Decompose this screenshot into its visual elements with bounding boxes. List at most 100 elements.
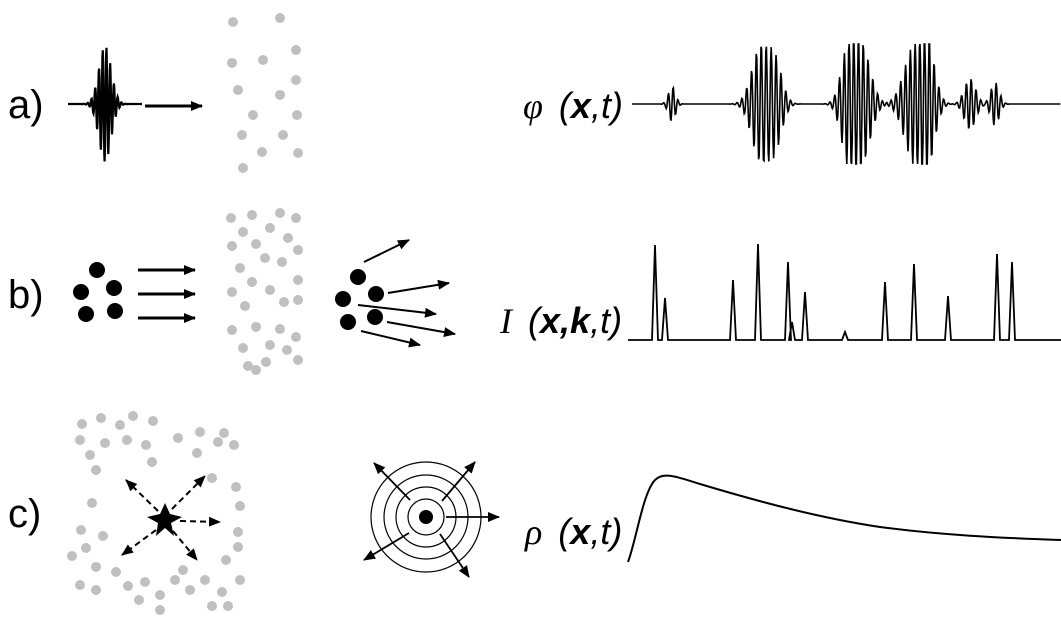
scatterer-dot xyxy=(291,75,301,85)
scatterer-dot xyxy=(278,130,288,140)
scatterer-dot xyxy=(111,567,121,577)
scatterer-medium-b xyxy=(226,208,303,375)
wavefield-signal xyxy=(632,43,1061,165)
scatterer-dot xyxy=(141,440,151,450)
scatterer-dot xyxy=(251,239,261,249)
source-dashed-arrows xyxy=(121,475,221,561)
scatterer-dot xyxy=(251,365,261,375)
scatterer-dot xyxy=(76,525,86,535)
scatterer-dot xyxy=(221,555,231,565)
panel-b: b) xyxy=(8,208,1061,375)
particle-cluster-icon xyxy=(73,262,123,322)
panel-b-label: b) xyxy=(8,273,44,317)
scatterer-dot xyxy=(233,527,243,537)
scatterer-dot xyxy=(233,85,243,95)
scatterer-dot xyxy=(140,577,150,587)
scatterer-dot xyxy=(115,420,125,430)
scatterer-dot xyxy=(293,295,303,305)
scatterer-dot xyxy=(227,58,237,68)
scatterer-dot xyxy=(293,148,303,158)
scatterer-dot xyxy=(155,605,165,615)
intensity-label: I (x,k,t) xyxy=(499,300,622,341)
scatterer-dot xyxy=(170,575,180,585)
scatterer-dot xyxy=(200,575,210,585)
scattered-arrows xyxy=(357,239,456,348)
scatterer-dot xyxy=(247,277,257,287)
scatterer-dot xyxy=(292,110,302,120)
scatterer-dot xyxy=(229,440,239,450)
scatterer-dot xyxy=(265,223,275,233)
scatterer-dot xyxy=(96,413,106,423)
scatterer-dot xyxy=(291,332,301,342)
scatterer-dot xyxy=(291,45,301,55)
scatterer-dot xyxy=(91,585,101,595)
scatterer-dot xyxy=(248,110,258,120)
scatterer-dot xyxy=(195,427,205,437)
scatterer-dot xyxy=(207,601,217,611)
scatterer-dot xyxy=(261,357,271,367)
explosion-star-icon xyxy=(147,503,182,536)
scatterer-dot xyxy=(223,601,233,611)
scatterer-dot xyxy=(235,501,245,511)
scatterer-dot xyxy=(85,450,95,460)
scatterer-dot xyxy=(227,325,237,335)
scatterer-dot xyxy=(217,587,227,597)
scatterer-dot xyxy=(228,17,238,27)
scatterer-dot xyxy=(178,565,188,575)
scatterer-dot xyxy=(275,13,285,23)
scatterer-dot xyxy=(275,90,285,100)
scatterer-dot xyxy=(122,435,132,445)
scatterer-dot xyxy=(128,411,138,421)
scatterer-dot xyxy=(227,241,237,251)
scatterer-dot xyxy=(213,437,223,447)
scattered-particles xyxy=(335,269,384,330)
scatterer-dot xyxy=(81,543,91,553)
scatterer-dot xyxy=(279,297,289,307)
scatterer-dot xyxy=(173,433,183,443)
scatterer-dot xyxy=(235,575,245,585)
scatterer-dot xyxy=(233,542,243,552)
scatterer-dot xyxy=(243,361,253,371)
scatterer-dot xyxy=(238,163,248,173)
scatterer-dot xyxy=(91,562,101,572)
panel-c-label: c) xyxy=(8,492,41,536)
scatterer-dot xyxy=(91,465,101,475)
scatterer-dot xyxy=(134,595,144,605)
panel-a: a) φ (x,t) xyxy=(8,13,1061,173)
scatterer-dot xyxy=(238,227,248,237)
scatterer-dot xyxy=(237,130,247,140)
scatterer-dot xyxy=(219,428,229,438)
scatterer-dot xyxy=(123,581,133,591)
density-label: ρ (x,t) xyxy=(524,511,622,552)
scatterer-dot xyxy=(226,213,236,223)
scatterer-dot xyxy=(148,416,158,426)
scatterer-dot xyxy=(235,263,245,273)
scatterer-dot xyxy=(75,435,85,445)
incident-arrows xyxy=(138,265,196,323)
scatterer-dot xyxy=(257,147,267,157)
scatterer-dot xyxy=(293,275,303,285)
panel-c: c) ρ (x,t) xyxy=(8,411,1061,615)
scatterer-dot xyxy=(67,551,77,561)
density-curve xyxy=(627,474,1061,563)
scatterer-dot xyxy=(240,301,250,311)
scatterer-dot xyxy=(100,438,110,448)
scatterer-medium-c xyxy=(67,411,245,615)
scatterer-dot xyxy=(258,55,268,65)
scatterer-dot xyxy=(293,355,303,365)
scatterer-dot xyxy=(291,213,301,223)
scatterer-dot xyxy=(98,531,108,541)
scatterer-dot xyxy=(275,208,285,218)
scatterer-dot xyxy=(147,457,157,467)
scatterer-dot xyxy=(283,233,293,243)
wave-packet-icon xyxy=(68,47,142,162)
scatterer-dot xyxy=(231,482,241,492)
scatterer-dot xyxy=(227,287,237,297)
scatterer-dot xyxy=(293,245,303,255)
scatterer-dot xyxy=(247,210,257,220)
scatterer-dot xyxy=(155,590,165,600)
scatterer-medium-a xyxy=(227,13,303,173)
scatterer-dot xyxy=(87,498,97,508)
scatterer-dot xyxy=(77,419,87,429)
